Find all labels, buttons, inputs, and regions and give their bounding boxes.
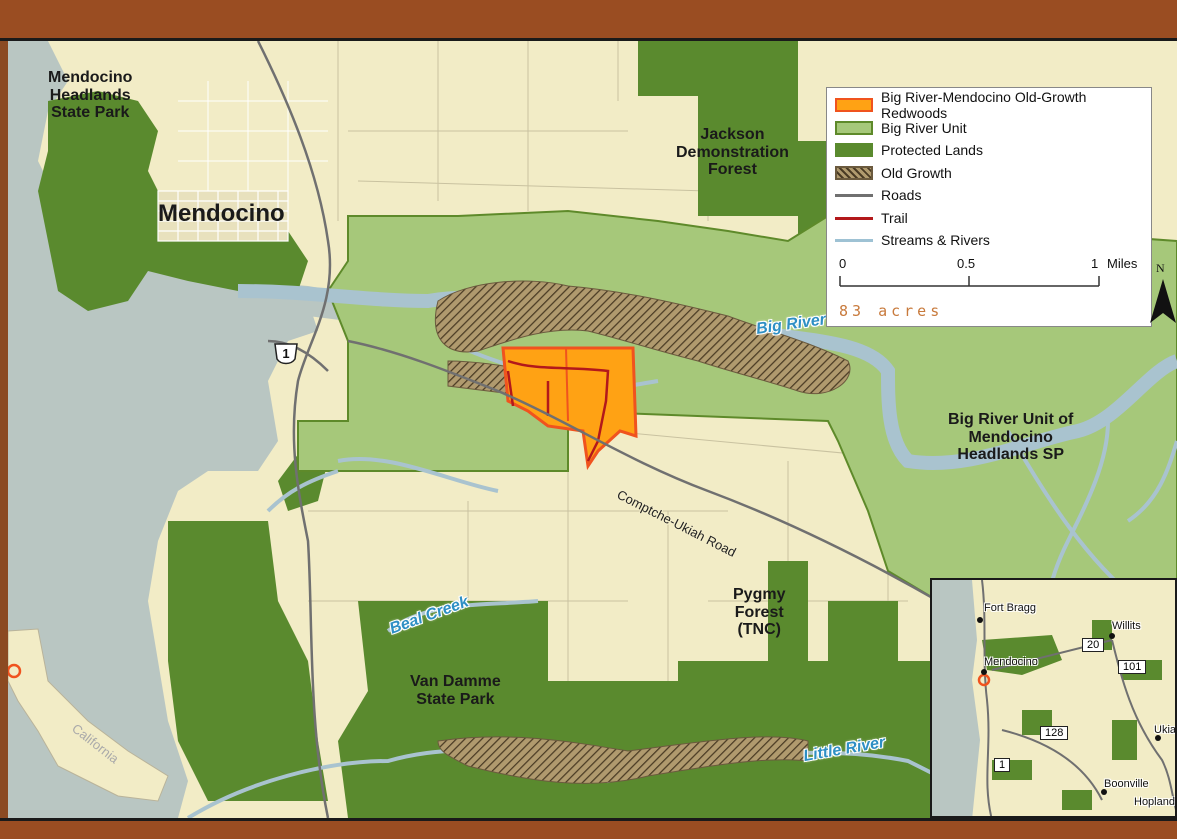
- inset-shield-128: 128: [1040, 726, 1069, 740]
- inset-shield-1: 1: [994, 758, 1011, 772]
- inset-shield-20: 20: [1082, 638, 1105, 652]
- legend-label: Trail: [881, 209, 908, 226]
- label-pygmy-forest: Pygmy Forest (TNC): [733, 586, 786, 639]
- inset-label-fort-bragg: Fort Bragg: [984, 602, 1036, 614]
- label-big-river-unit: Big River Unit of Mendocino Headlands SP: [948, 411, 1074, 464]
- north-arrow-icon: N: [1146, 261, 1177, 327]
- parcel-divider: [565, 347, 569, 422]
- label-jackson-forest: Jackson Demonstration Forest: [676, 126, 789, 179]
- top-banner: [0, 0, 1177, 41]
- legend-item: Big River Unit: [835, 117, 1143, 140]
- legend-swatch: [835, 143, 873, 158]
- bottom-banner: [0, 818, 1177, 839]
- acres-label: 83 acres: [839, 302, 944, 320]
- legend-swatch: [835, 120, 873, 135]
- inset-label-mendocino: Mendocino: [984, 656, 1038, 668]
- town-grid: [157, 81, 328, 242]
- label-mendocino-headlands: Mendocino Headlands State Park: [48, 69, 133, 122]
- regional-inset-map: Fort Bragg Willits Mendocino Ukiah Boonv…: [930, 578, 1177, 818]
- inset-label-willits: Willits: [1112, 620, 1141, 632]
- inset-label-boonville: Boonville: [1104, 778, 1149, 790]
- legend-item: Big River-Mendocino Old-Growth Redwoods: [835, 89, 1143, 121]
- scale-tick-0: 0: [839, 256, 847, 271]
- inset-label-hopland: Hopland: [1134, 796, 1175, 808]
- old-growth-redwoods-parcel[interactable]: [501, 346, 638, 471]
- scale-bar: 0 0.5 1 Miles: [839, 256, 1137, 296]
- legend-item: Old Growth: [835, 162, 1143, 185]
- legend-swatch: [835, 165, 873, 180]
- legend-item: Trail: [835, 207, 1143, 230]
- big-river: [237, 284, 1177, 471]
- highway-1-shield: 1: [273, 341, 299, 369]
- legend-label: Old Growth: [881, 164, 952, 181]
- label-mendocino-town: Mendocino: [158, 200, 285, 227]
- inset-label-ukiah: Ukiah: [1154, 724, 1177, 736]
- inset-shield-101: 101: [1118, 660, 1147, 674]
- scale-tick-half: 0.5: [957, 256, 976, 271]
- legend-label: Big River Unit: [881, 119, 967, 136]
- legend-label: Big River-Mendocino Old-Growth Redwoods: [881, 89, 1087, 122]
- scale-line: [839, 276, 1100, 287]
- legend-label: Protected Lands: [881, 142, 983, 159]
- legend-swatch: [835, 188, 873, 202]
- legend-item: Protected Lands: [835, 139, 1143, 162]
- legend-swatch: [835, 211, 873, 225]
- legend-swatch: [835, 98, 873, 113]
- scale-unit: Miles: [1107, 256, 1138, 271]
- legend-label: Roads: [881, 187, 922, 204]
- label-van-damme: Van Damme State Park: [410, 673, 501, 708]
- legend-swatch: [835, 233, 873, 247]
- legend-item: Roads: [835, 184, 1143, 207]
- scale-tick-1: 1: [1091, 256, 1099, 271]
- trails: [506, 359, 610, 462]
- legend-item: Streams & Rivers: [835, 229, 1143, 252]
- california-locator: California: [6, 601, 188, 811]
- legend-label: Streams & Rivers: [881, 232, 990, 249]
- roads: [256, 40, 939, 819]
- map-canvas[interactable]: Mendocino Headlands State Park Mendocino…: [6, 40, 1177, 820]
